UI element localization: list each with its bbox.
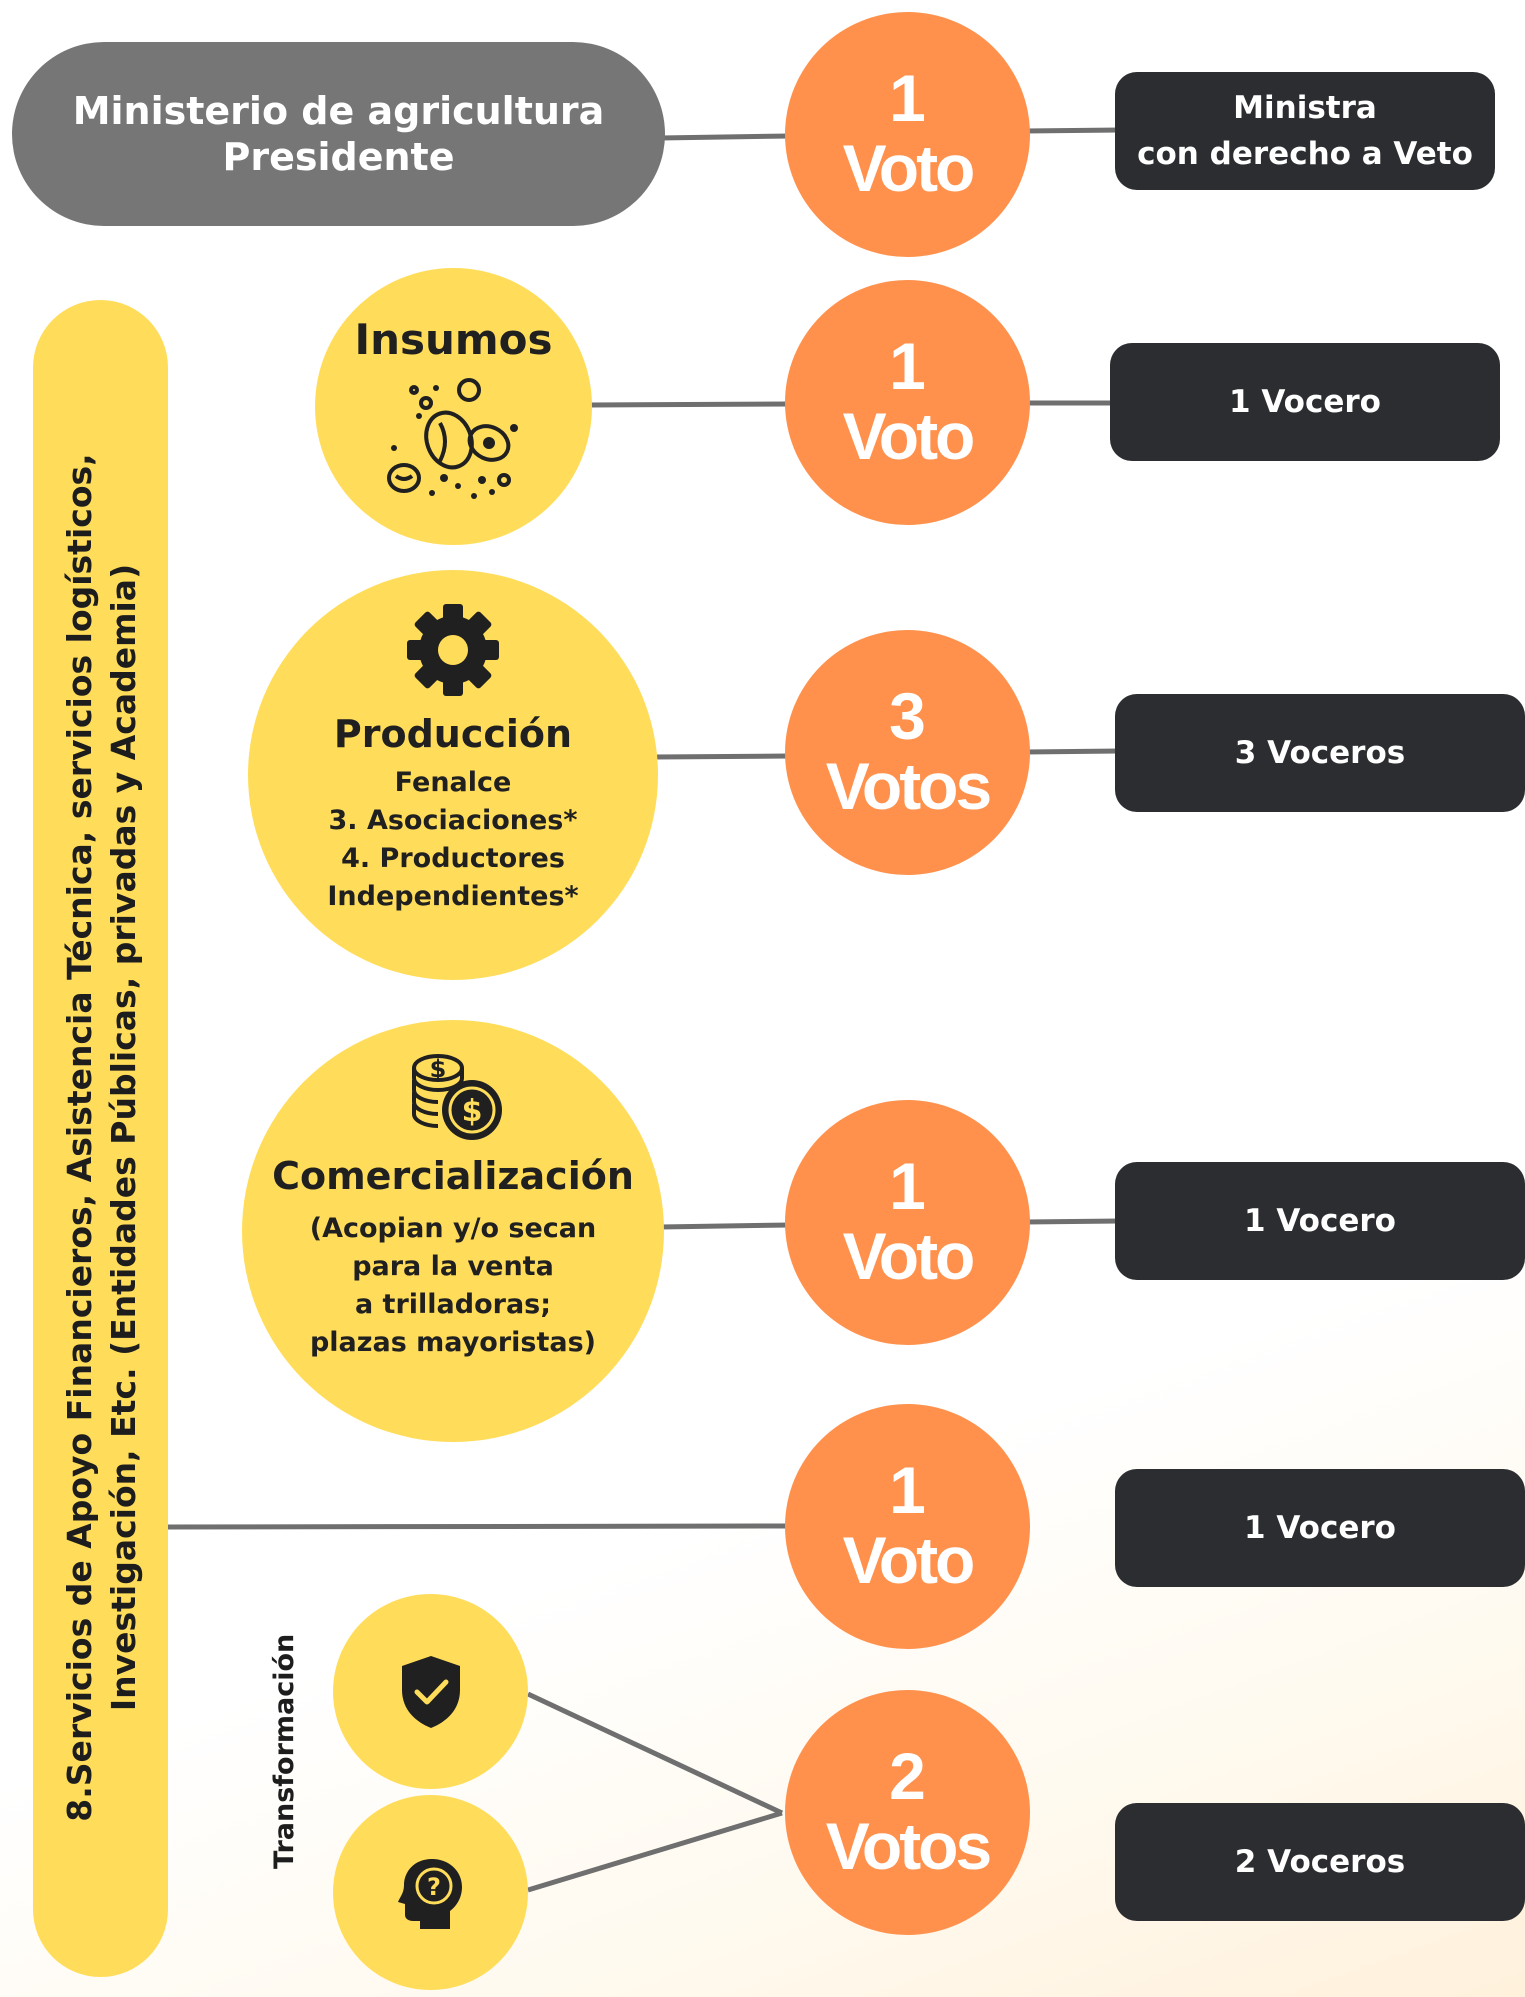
gear-icon: [407, 604, 499, 696]
vote-number: 2: [889, 1738, 926, 1813]
vote-circle-ministerio: 1 Voto: [785, 12, 1030, 257]
vote-word: Votos: [825, 1808, 992, 1883]
vote-word: Voto: [842, 1218, 976, 1293]
spokes-box-insumos: 1 Vocero: [1110, 343, 1500, 461]
coins-dollar-icon: $ $: [412, 1054, 502, 1140]
head-question-icon: ?: [397, 1858, 462, 1929]
support-services-bar: 8.Servicios de Apoyo Financieros, Asiste…: [33, 300, 168, 1977]
connector-shield-vote: [526, 1691, 784, 1816]
connector-produccion-vote: [654, 753, 791, 760]
vote-circle-produccion: 3 Votos: [785, 630, 1030, 875]
spokes-label: 1 Vocero: [1244, 1510, 1396, 1546]
spokes-box-produccion: 3 Voceros: [1115, 694, 1525, 812]
spokes-line-1: Ministra: [1233, 90, 1377, 126]
comercializacion-line-1: (Acopian y/o secan: [309, 1213, 597, 1244]
president-role: Presidente: [222, 135, 455, 179]
vote-word: Voto: [842, 130, 976, 205]
vote-circle-insumos: 1 Voto: [785, 280, 1030, 525]
spokes-label: 2 Voceros: [1234, 1844, 1406, 1880]
comercializacion-line-4: plazas mayoristas): [309, 1327, 597, 1358]
comercializacion-line-3: a trilladoras;: [354, 1289, 552, 1320]
svg-text:$: $: [430, 1055, 447, 1083]
produccion-line-1: Fenalce: [394, 767, 512, 798]
vote-circle-transformacion: 2 Votos: [785, 1690, 1030, 1935]
produccion-title: Producción: [333, 712, 573, 756]
spokes-box-transformacion: 2 Voceros: [1115, 1803, 1525, 1921]
vote-word: Voto: [842, 1522, 976, 1597]
spokes-box-ministra: Ministra con derecho a Veto: [1115, 72, 1495, 190]
spokes-label: 3 Voceros: [1234, 735, 1406, 771]
shield-check-icon: [401, 1655, 460, 1728]
president-title: Ministerio de agricultura: [72, 89, 605, 133]
vote-circle-servicios: 1 Voto: [785, 1404, 1030, 1649]
produccion-line-3: 4. Productores: [341, 843, 565, 874]
produccion-circle: Producción Fenalce 3. Asociaciones* 4. P…: [248, 570, 658, 980]
transformacion-quality-circle: [333, 1594, 528, 1789]
connector-president-vote: [659, 133, 791, 141]
comercializacion-circle: $ $ Comercialización (Acopian y/o secan …: [242, 1020, 664, 1442]
connector-vote-ministra: [1024, 127, 1121, 134]
spokes-label: 1 Vocero: [1229, 384, 1381, 420]
produccion-line-4: Independientes*: [327, 881, 579, 912]
connector-comercializacion-vote: [659, 1222, 791, 1230]
comercializacion-line-2: para la venta: [352, 1251, 554, 1282]
svg-text:?: ?: [427, 1873, 441, 1901]
produccion-line-2: 3. Asociaciones*: [328, 805, 578, 836]
spokes-box-comercializacion: 1 Vocero: [1115, 1162, 1525, 1280]
insumos-title: Insumos: [354, 315, 553, 364]
transformacion-label: Transformación: [269, 1633, 300, 1869]
svg-text:$: $: [462, 1094, 483, 1129]
connector-head-vote: [527, 1810, 783, 1893]
vote-word: Votos: [825, 748, 992, 823]
vote-number: 1: [889, 328, 926, 403]
spokes-line-2: con derecho a Veto: [1137, 136, 1473, 172]
vote-word: Voto: [842, 398, 976, 473]
transformacion-innovation-circle: ?: [333, 1795, 528, 1990]
connector-vote-vocero-3: [1024, 1218, 1121, 1225]
president-box: Ministerio de agricultura Presidente: [12, 42, 665, 226]
support-services-label: 8.Servicios de Apoyo Financieros, Asiste…: [59, 453, 143, 1822]
comercializacion-title: Comercialización: [272, 1154, 634, 1198]
insumos-circle: Insumos: [315, 268, 592, 545]
vote-number: 3: [889, 678, 926, 753]
vote-circle-comercializacion: 1 Voto: [785, 1100, 1030, 1345]
spokes-label: 1 Vocero: [1244, 1203, 1396, 1239]
connector-vote-voceros-3: [1024, 748, 1121, 755]
connector-servicios-vote: [164, 1523, 791, 1530]
connector-insumos-vote: [589, 401, 791, 408]
vote-number: 1: [889, 60, 926, 135]
vote-number: 1: [889, 1452, 926, 1527]
spokes-box-servicios: 1 Vocero: [1115, 1469, 1525, 1587]
vote-number: 1: [889, 1148, 926, 1223]
seeds-icon: [386, 378, 518, 499]
